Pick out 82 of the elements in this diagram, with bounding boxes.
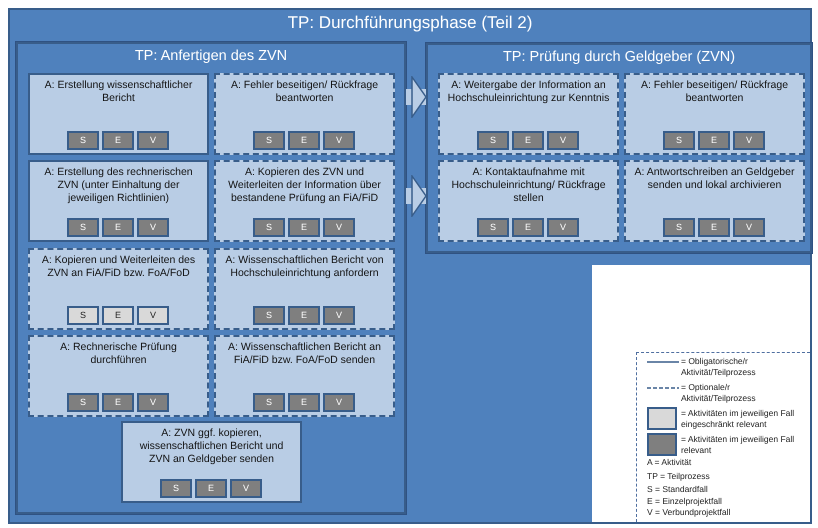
activity-label: A: Wissenschaftlichen Bericht an FiA/FiD bzw. FoA/FoD senden xyxy=(227,341,382,367)
case-badge: V xyxy=(137,393,169,412)
case-badge: E xyxy=(288,306,320,325)
subprocess-panel xyxy=(426,43,812,253)
case-badge: V xyxy=(230,479,262,498)
case-badge: V xyxy=(323,218,355,237)
legend-note: TP = Teilprozess xyxy=(647,471,710,482)
activity-box xyxy=(214,73,395,155)
activity-label: A: Kopieren des ZVN und Weiterleiten der Information über bestandene Prüfung an FiA/FiD xyxy=(227,166,382,205)
case-badge: E xyxy=(102,218,134,237)
case-badge: E xyxy=(195,479,227,498)
case-badge: V xyxy=(323,393,355,412)
activity-box xyxy=(214,248,395,330)
case-badge: V xyxy=(733,218,765,237)
case-badge: S xyxy=(67,306,99,325)
legend-label: = Aktivitäten im jeweiligen Fall eingeschränkt relevant xyxy=(681,408,796,430)
case-badge: S xyxy=(253,131,285,150)
block-arrow xyxy=(406,175,427,217)
activity-label: A: Erstellung wissenschaftlicher Bericht xyxy=(44,79,194,105)
activity-label: A: Wissenschaftlichen Bericht von Hochschuleinrichtung anfordern xyxy=(224,254,385,280)
case-badge: S xyxy=(477,218,509,237)
activity-box xyxy=(28,335,209,417)
case-badge: S xyxy=(253,393,285,412)
case-badge: V xyxy=(547,218,579,237)
case-badge: S xyxy=(253,306,285,325)
activity-label: A: Fehler beseitigen/ Rückfrage beantworten xyxy=(230,79,380,105)
case-badge: E xyxy=(102,131,134,150)
activity-label: A: Rechnerische Prüfung durchführen xyxy=(59,341,178,367)
phase-title: TP: Durchführungsphase (Teil 2) xyxy=(286,13,534,33)
case-badge: S xyxy=(67,393,99,412)
activity-box xyxy=(438,73,619,155)
activity-box xyxy=(214,160,395,242)
activity-box xyxy=(624,160,805,242)
activity-label: A: ZVN ggf. kopieren, wissenschaftlichen Bericht und ZVN an Geldgeber senden xyxy=(138,427,284,466)
case-badge: E xyxy=(288,131,320,150)
activity-label: A: Antwortschreiben an Geldgeber senden und lokal archivieren xyxy=(634,166,796,192)
case-badge: E xyxy=(512,218,544,237)
case-badge: V xyxy=(137,306,169,325)
legend-label: = Optionale/r Aktivität/Teilprozess xyxy=(681,382,757,404)
case-badge: V xyxy=(137,131,169,150)
activity-label: A: Kopieren und Weiterleiten des ZVN an FiA/FiD bzw. FoA/FoD xyxy=(40,254,196,280)
case-badge: S xyxy=(477,131,509,150)
case-badge: E xyxy=(102,306,134,325)
case-badge: E xyxy=(698,131,730,150)
activity-box xyxy=(28,73,209,155)
block-arrow xyxy=(406,76,427,118)
case-badge: V xyxy=(323,306,355,325)
activity-box xyxy=(28,248,209,330)
case-badge: S xyxy=(663,131,695,150)
legend-note: V = Verbundprojektfall xyxy=(647,507,730,518)
legend-note: A = Aktivität xyxy=(647,457,692,468)
case-badge: V xyxy=(547,131,579,150)
case-badge: E xyxy=(288,218,320,237)
case-badge: V xyxy=(733,131,765,150)
case-badge: S xyxy=(663,218,695,237)
activity-label: A: Kontaktaufnahme mit Hochschuleinrichtung/ Rückfrage stellen xyxy=(450,166,607,205)
activity-label: A: Weitergabe der Information an Hochschuleinrichtung zur Kenntnis xyxy=(446,79,610,105)
panel-title: TP: Prüfung durch Geldgeber (ZVN) xyxy=(502,49,736,65)
activity-box xyxy=(28,160,209,242)
case-badge: S xyxy=(253,218,285,237)
case-badge: S xyxy=(160,479,192,498)
activity-label: A: Fehler beseitigen/ Rückfrage beantworten xyxy=(640,79,790,105)
legend-note: E = Einzelprojektfall xyxy=(647,496,722,507)
case-badge: V xyxy=(137,218,169,237)
case-badge: E xyxy=(288,393,320,412)
subprocess-panel xyxy=(16,42,406,514)
case-badge: V xyxy=(323,131,355,150)
case-badge: E xyxy=(102,393,134,412)
legend-label: = Aktivitäten im jeweiligen Fall relevant xyxy=(681,434,796,456)
panel-title: TP: Anfertigen des ZVN xyxy=(134,48,288,64)
case-badge: E xyxy=(512,131,544,150)
activity-box xyxy=(214,335,395,417)
legend-label: = Obligatorische/r Aktivität/Teilprozess xyxy=(681,356,757,378)
case-badge: S xyxy=(67,131,99,150)
activity-label: A: Erstellung des rechnerischen ZVN (unter Einhaltung der jeweiligen Richtlinien) xyxy=(43,166,194,205)
activity-box xyxy=(624,73,805,155)
legend-note: S = Standardfall xyxy=(647,484,708,495)
activity-box xyxy=(438,160,619,242)
case-badge: E xyxy=(698,218,730,237)
phase-band xyxy=(8,8,812,524)
activity-box xyxy=(121,421,302,503)
case-badge: S xyxy=(67,218,99,237)
